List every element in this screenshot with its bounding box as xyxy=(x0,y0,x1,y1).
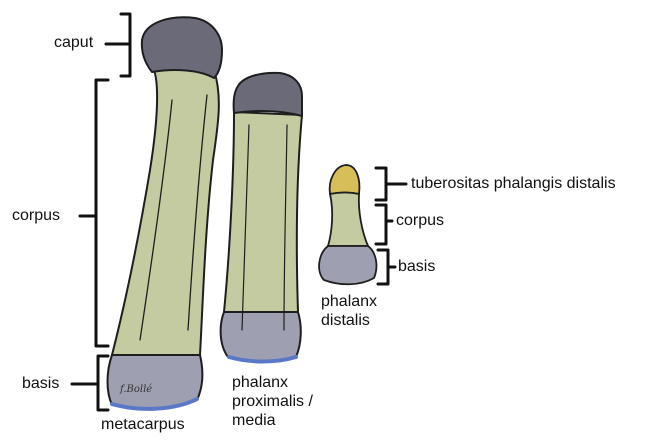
label-caput: caput xyxy=(54,34,93,52)
caption-phalanx-proximalis-line-2: proximalis / xyxy=(232,392,313,411)
distal-phalanx-bone xyxy=(319,165,376,284)
distal-phalanx-tuberosity xyxy=(330,165,360,194)
bracket-corpus-distal xyxy=(376,205,392,244)
caption-phalanx-proximalis-line-1: phalanx xyxy=(232,373,313,392)
caption-phalanx-distalis-line-2: distalis xyxy=(321,311,377,330)
caption-phalanx-distalis-line-1: phalanx xyxy=(321,292,377,311)
label-basis: basis xyxy=(22,375,59,393)
bracket-tuberositas xyxy=(376,168,406,200)
metacarpal-head xyxy=(142,17,222,78)
distal-phalanx-shaft xyxy=(328,193,368,247)
label-basis-distal: basis xyxy=(398,258,435,276)
caption-metacarpus: metacarpus xyxy=(101,416,185,434)
caption-phalanx-proximalis-media: phalanx proximalis / media xyxy=(232,373,313,431)
proximal-phalanx-bone xyxy=(221,73,302,362)
metacarpal-shaft xyxy=(112,66,219,355)
bracket-basis xyxy=(72,356,108,410)
bracket-basis-distal xyxy=(378,250,395,284)
proximal-phalanx-head xyxy=(234,73,302,116)
proximal-phalanx-shaft xyxy=(224,112,302,312)
label-corpus: corpus xyxy=(12,207,60,225)
label-corpus-distal: corpus xyxy=(396,212,444,230)
caption-phalanx-distalis: phalanx distalis xyxy=(321,292,377,330)
bracket-corpus xyxy=(80,80,108,346)
distal-phalanx-base xyxy=(319,246,376,284)
caption-phalanx-proximalis-line-3: media xyxy=(232,411,313,430)
proximal-phalanx-base xyxy=(221,312,301,361)
bracket-caput xyxy=(106,14,130,76)
artist-signature: f.Bollé xyxy=(119,384,152,395)
label-tuberositas-phalangis-distalis: tuberositas phalangis distalis xyxy=(411,175,616,193)
